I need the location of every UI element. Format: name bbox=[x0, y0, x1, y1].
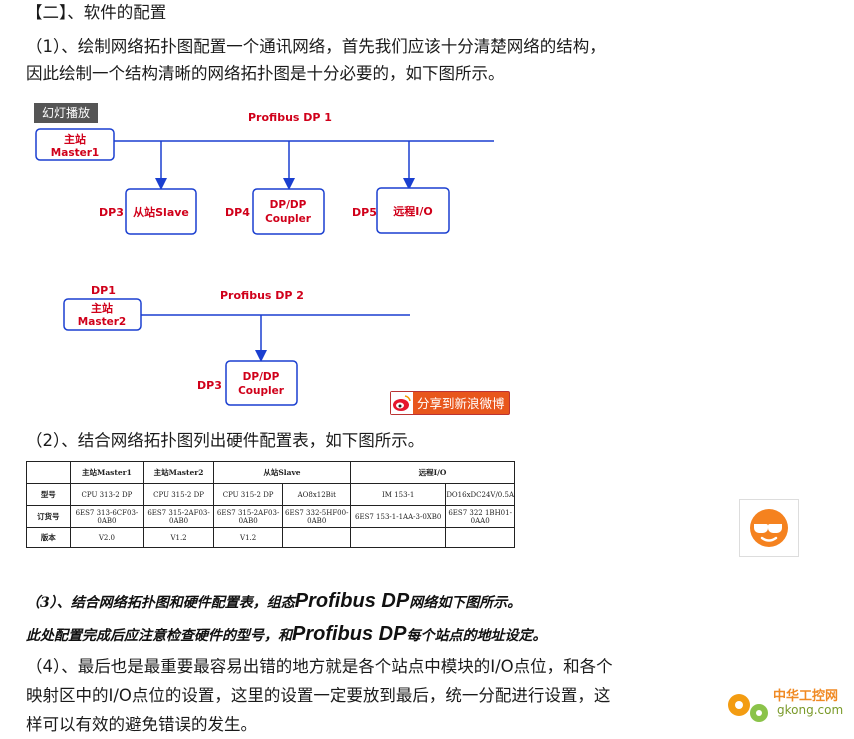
paragraph-4-line-1: （4）、最后也是最重要最容易出错的地方就是各个站点中模块的I/O点位，和各个 bbox=[26, 657, 613, 676]
remote-io-node bbox=[376, 187, 450, 234]
table-cell: 6ES7 322 1BH01-0AA0 bbox=[445, 505, 515, 528]
bus-1-label: Profibus DP 1 bbox=[248, 111, 332, 124]
table-cell bbox=[350, 527, 447, 548]
table-cell: AO8x12Bit bbox=[282, 483, 352, 506]
table-cell: CPU 315-2 DP bbox=[143, 483, 214, 506]
table-cell: 6ES7 153-1-1AA-3-0XB0 bbox=[350, 505, 447, 528]
table-cell: V1.2 bbox=[212, 527, 284, 548]
table-cell: 型号 bbox=[26, 483, 71, 506]
share-weibo-button[interactable]: 分享到新浪微博 bbox=[390, 391, 510, 415]
paragraph-4-line-3: 样可以有效的避免错误的发生。 bbox=[26, 715, 257, 734]
master1-label-line-2: Master1 bbox=[51, 147, 99, 159]
coupler2-label-line-1: DP/DP bbox=[243, 371, 280, 383]
paragraph-1-line-2: 因此绘制一个结构清晰的网络拓扑图是十分必要的，如下图所示。 bbox=[26, 64, 505, 83]
master1-label-line-1: 主站 bbox=[64, 132, 86, 146]
coupler1-label-line-2: Coupler bbox=[265, 213, 312, 225]
table-cell: 版本 bbox=[26, 527, 71, 548]
table-cell: CPU 313-2 DP bbox=[69, 483, 145, 506]
paragraph-3-suffix: 网络如下图所示。 bbox=[409, 595, 522, 611]
table-cell: 6ES7 332-5HF00-0AB0 bbox=[282, 505, 352, 528]
paragraph-1-line-1: （1）、绘制网络拓扑图配置一个通讯网络，首先我们应该十分清楚网络的结构， bbox=[26, 37, 606, 56]
table-header-cell bbox=[26, 461, 71, 484]
cool-face-avatar-button[interactable] bbox=[739, 499, 799, 557]
coupler1-label-line-1: DP/DP bbox=[270, 199, 307, 211]
table-cell bbox=[282, 527, 352, 548]
watermark-url: gkong.com bbox=[777, 703, 844, 717]
table-cell: 订货号 bbox=[26, 505, 71, 528]
hardware-config-table: 主站Master1 主站Master2 从站Slave 远程I/O 型号 CPU… bbox=[26, 461, 515, 548]
paragraph-3b: 此处配置完成后应注意检查硬件的型号，和Profibus DP每个站点的地址设定。 bbox=[26, 623, 546, 646]
master2-node bbox=[63, 298, 142, 331]
table-cell: 6ES7 315-2AF03-0AB0 bbox=[143, 505, 214, 528]
table-cell: V2.0 bbox=[69, 527, 145, 548]
table-cell: IM 153-1 bbox=[350, 483, 447, 506]
paragraph-3-profibus: Profibus DP bbox=[294, 590, 410, 612]
paragraph-2: （2）、结合网络拓扑图列出硬件配置表，如下图所示。 bbox=[26, 431, 425, 450]
table-header-cell: 主站Master2 bbox=[143, 461, 214, 484]
gkong-watermark-logo: 中华工控网 gkong.com bbox=[717, 681, 847, 733]
table-row: 订货号 6ES7 313-6CF03-0AB0 6ES7 315-2AF03-0… bbox=[26, 505, 515, 528]
paragraph-3: （3）、结合网络拓扑图和硬件配置表，组态Profibus DP网络如下图所示。 bbox=[26, 590, 521, 613]
table-header-row: 主站Master1 主站Master2 从站Slave 远程I/O bbox=[26, 461, 515, 484]
table-row: 型号 CPU 313-2 DP CPU 315-2 DP CPU 315-2 D… bbox=[26, 483, 515, 506]
bus-2-label: Profibus DP 2 bbox=[220, 289, 304, 302]
slave-label: 从站Slave bbox=[133, 205, 189, 219]
dp3b-label: DP3 bbox=[197, 379, 222, 392]
coupler2-label-line-2: Coupler bbox=[238, 385, 285, 397]
table-cell: DO16xDC24V/0.5A bbox=[445, 483, 515, 506]
master1-node bbox=[35, 128, 115, 161]
paragraph-3b-prefix: 此处配置完成后应注意检查硬件的型号，和 bbox=[26, 628, 292, 644]
table-row: 版本 V2.0 V1.2 V1.2 bbox=[26, 527, 515, 548]
slave-node bbox=[125, 188, 197, 235]
paragraph-3b-profibus: Profibus DP bbox=[292, 623, 407, 645]
paragraph-3-prefix: （3）、结合网络拓扑图和硬件配置表，组态 bbox=[26, 595, 295, 611]
dp5-label: DP5 bbox=[352, 206, 377, 219]
dp4-label: DP4 bbox=[225, 206, 250, 219]
master2-label-line-1: 主站 bbox=[91, 301, 113, 315]
table-cell: CPU 315-2 DP bbox=[212, 483, 284, 506]
coupler1-node bbox=[252, 188, 325, 235]
paragraph-3b-suffix: 每个站点的地址设定。 bbox=[406, 628, 547, 644]
gear-icon bbox=[728, 694, 768, 722]
slideshow-button[interactable]: 幻灯播放 bbox=[34, 103, 98, 123]
share-weibo-label: 分享到新浪微博 bbox=[417, 396, 505, 411]
table-cell bbox=[445, 527, 515, 548]
weibo-icon bbox=[391, 392, 413, 414]
remote-io-label: 远程I/O bbox=[393, 204, 432, 218]
network-topology-diagram: Profibus DP 1 主站 Master1 DP3 从站Slave DP4… bbox=[35, 111, 494, 406]
dp3-label: DP3 bbox=[99, 206, 124, 219]
coupler2-node bbox=[225, 360, 298, 406]
section-heading: 【二】、软件的配置 bbox=[26, 3, 167, 22]
sunglasses-face-icon bbox=[750, 509, 788, 547]
paragraph-4-line-2: 映射区中的I/O点位的设置，这里的设置一定要放到最后，统一分配进行设置，这 bbox=[26, 686, 611, 705]
table-cell: 6ES7 315-2AF03-0AB0 bbox=[212, 505, 284, 528]
watermark-name: 中华工控网 bbox=[773, 689, 839, 704]
table-header-cell: 从站Slave bbox=[212, 461, 352, 484]
table-header-cell: 主站Master1 bbox=[69, 461, 145, 484]
table-cell: 6ES7 313-6CF03-0AB0 bbox=[69, 505, 145, 528]
table-header-cell: 远程I/O bbox=[350, 461, 515, 484]
master2-label-line-2: Master2 bbox=[78, 316, 126, 328]
dp1-label: DP1 bbox=[91, 284, 116, 297]
table-cell: V1.2 bbox=[143, 527, 214, 548]
